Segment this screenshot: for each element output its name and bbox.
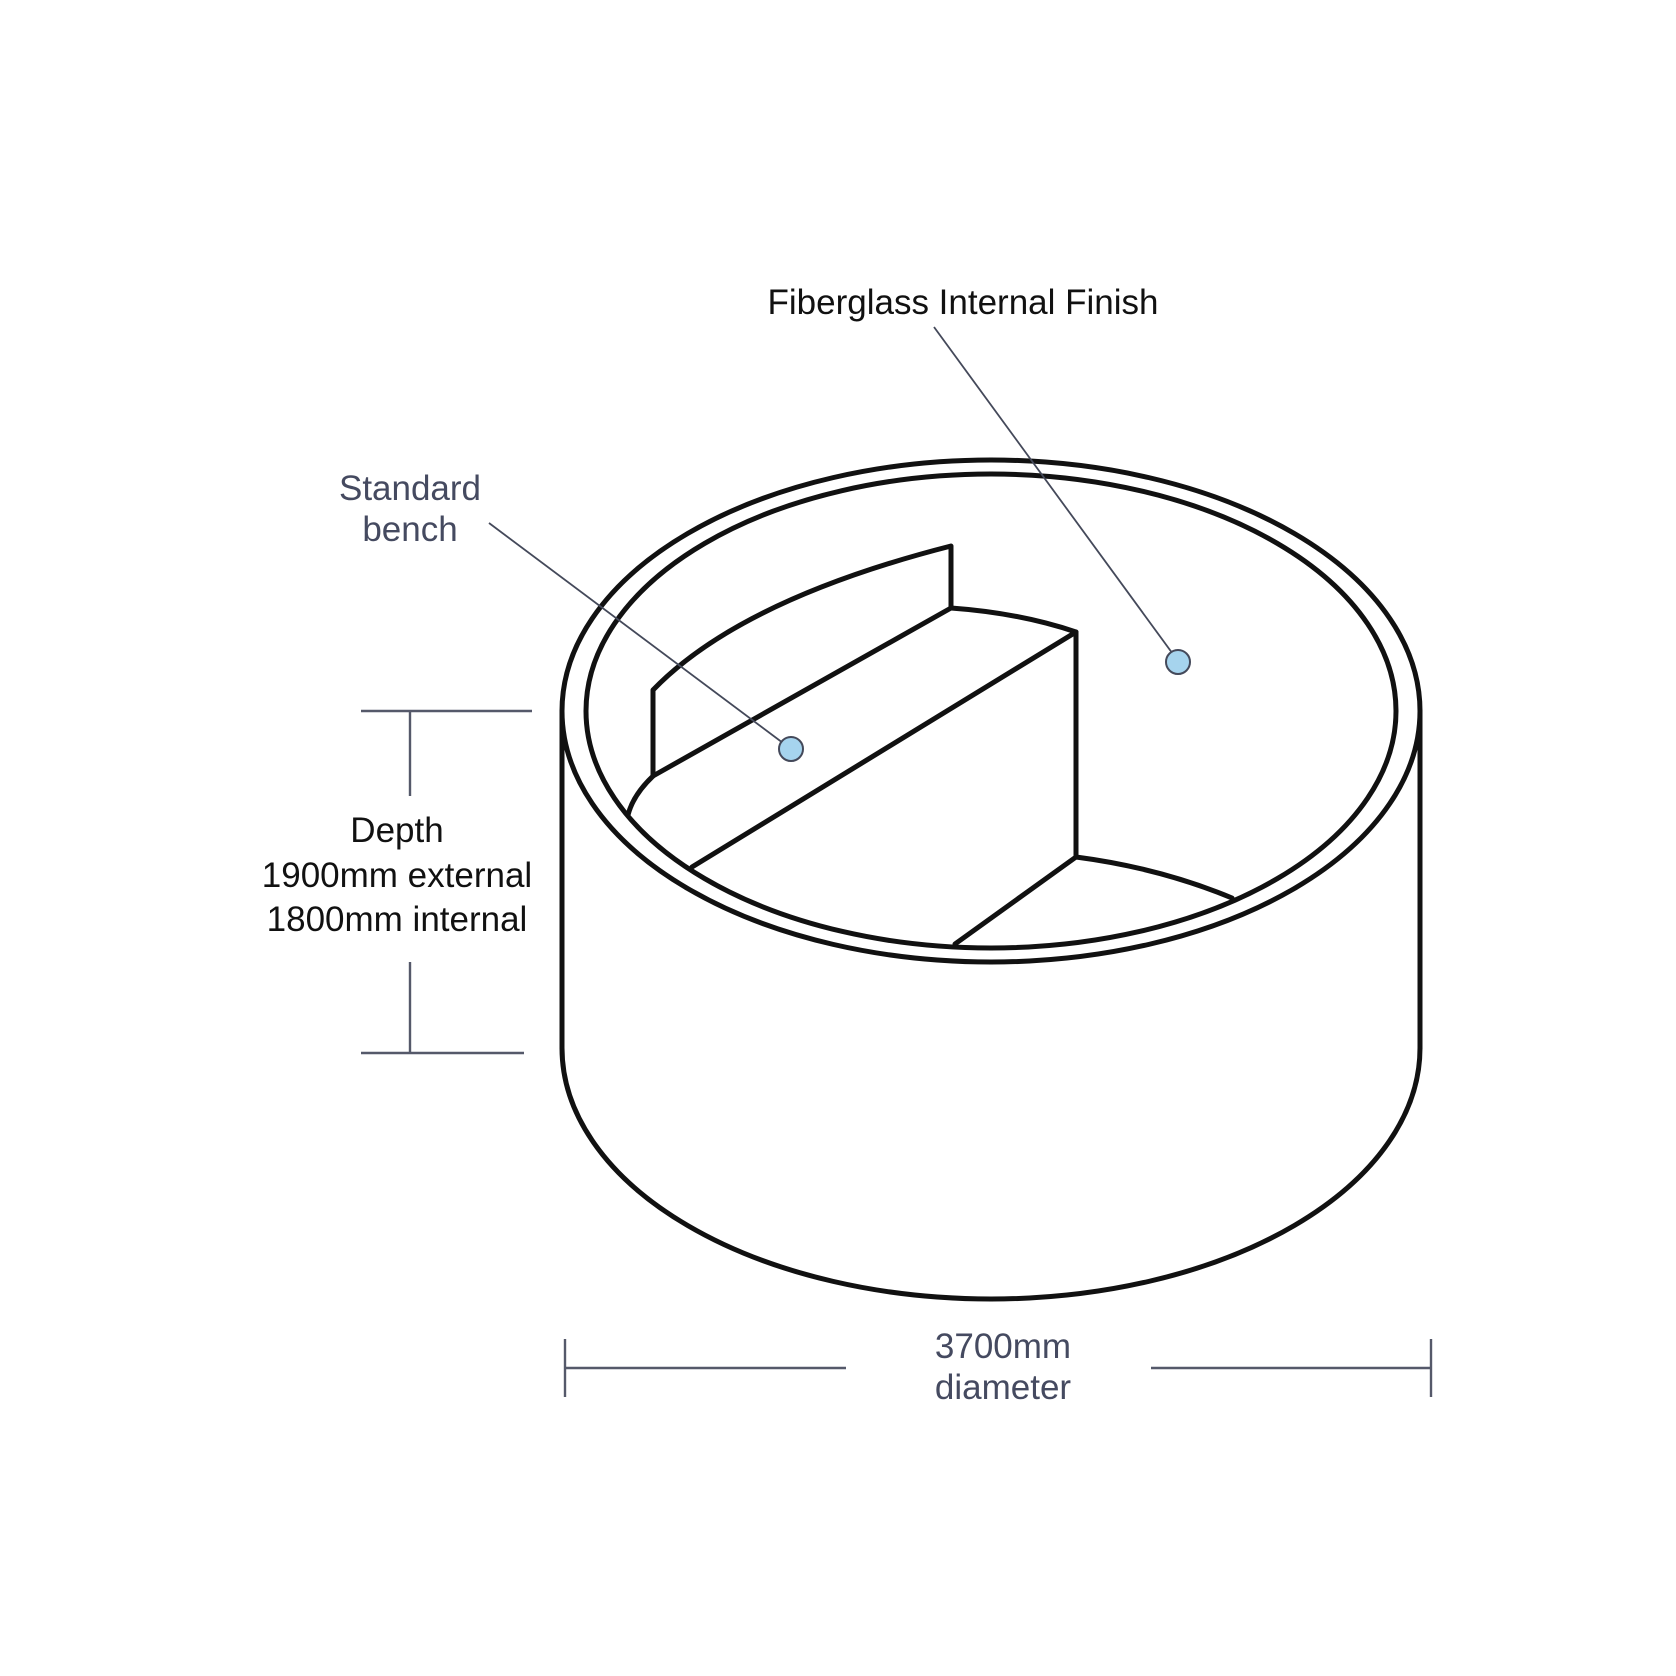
depth-external: 1900mm external [262,856,532,895]
floor-curve-right [1073,854,1235,901]
bench-leader-line [488,522,792,750]
diameter-value: 3700mm [935,1327,1071,1366]
bench-label-line1: Standard [339,469,481,508]
depth-internal: 1800mm internal [267,900,528,939]
finish-label: Fiberglass Internal Finish [768,283,1159,322]
floor-curve-left [625,773,656,818]
outer-rim [559,457,1423,965]
inner-rim [583,471,1399,951]
bench-top [689,605,1079,870]
bench-label-line2: bench [362,510,457,549]
diameter-word: diameter [935,1368,1072,1407]
finish-marker [1165,649,1191,675]
bench-front-face [952,629,1079,947]
bench-back-wall [650,543,954,779]
bench-marker [778,736,804,762]
tub-bottom [559,1045,1423,1302]
finish-leader-line [933,326,1179,662]
depth-title: Depth [350,811,443,850]
